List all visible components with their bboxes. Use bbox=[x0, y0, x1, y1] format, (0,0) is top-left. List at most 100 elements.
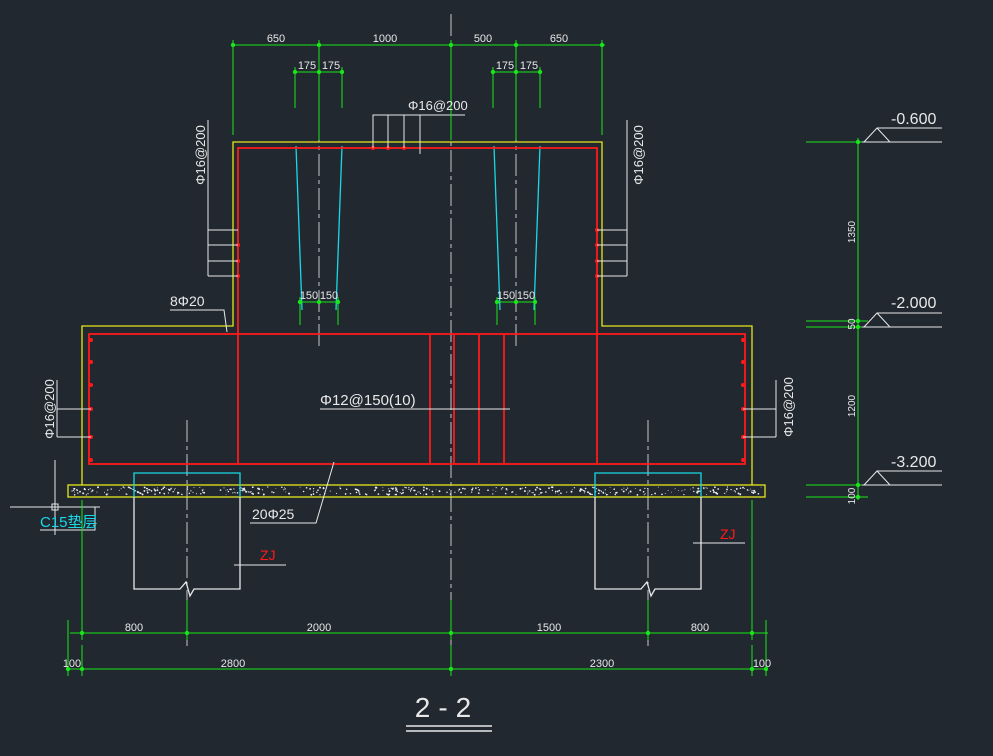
speckle-dot bbox=[589, 493, 592, 496]
dim-bottom2-4: 100 bbox=[753, 658, 771, 670]
speckle-dot bbox=[225, 489, 227, 491]
speckle-dot bbox=[359, 493, 361, 495]
speckle-dot bbox=[373, 489, 376, 492]
pile-label-right: ZJ bbox=[720, 526, 736, 542]
speckle-dot bbox=[696, 490, 698, 492]
speckle-dot bbox=[386, 493, 388, 495]
dimension-tick bbox=[292, 69, 298, 75]
speckle-dot bbox=[593, 487, 595, 489]
speckle-dot bbox=[712, 491, 715, 494]
speckle-dot bbox=[288, 492, 291, 495]
speckle-dot bbox=[712, 489, 715, 492]
speckle-dot bbox=[285, 491, 287, 493]
speckle-dot bbox=[188, 492, 191, 495]
speckle-dot bbox=[464, 493, 466, 495]
speckle-dot bbox=[671, 491, 672, 493]
dimension-tick bbox=[494, 299, 500, 305]
speckle-dot bbox=[724, 492, 726, 495]
speckle-dot bbox=[523, 490, 526, 493]
speckle-dot bbox=[475, 487, 477, 489]
speckle-dot bbox=[77, 492, 79, 494]
leader-lines bbox=[10, 114, 777, 566]
speckle-dot bbox=[501, 487, 504, 489]
speckle-dot bbox=[186, 486, 189, 488]
speckle-dot bbox=[449, 493, 452, 495]
speckle-dot bbox=[423, 486, 425, 488]
dim-bottom1-1: 800 bbox=[125, 622, 143, 634]
speckle-dot bbox=[534, 489, 537, 491]
dim-top-right-small-1: 175 bbox=[496, 60, 514, 72]
dimension-tick bbox=[335, 299, 341, 305]
speckle-dot bbox=[202, 491, 204, 493]
speckle-dot bbox=[243, 487, 245, 489]
speckle-dot bbox=[500, 488, 503, 490]
cushion-label: C15垫层 bbox=[40, 514, 98, 531]
dim-vertical-3: 1200 bbox=[847, 394, 858, 417]
speckle-dot bbox=[251, 486, 254, 489]
dimension-tick bbox=[448, 630, 454, 636]
speckle-dot bbox=[335, 492, 338, 494]
speckle-dot bbox=[495, 487, 497, 489]
speckle-dot bbox=[358, 492, 360, 494]
speckle-dot bbox=[643, 494, 645, 496]
speckle-dot bbox=[364, 493, 367, 495]
speckle-dot bbox=[478, 489, 481, 491]
speckle-dot bbox=[261, 489, 264, 491]
speckle-dot bbox=[458, 488, 461, 491]
dimension-tick bbox=[513, 69, 519, 75]
speckle-dot bbox=[661, 493, 663, 496]
speckle-dot bbox=[757, 492, 760, 495]
dimension-tick bbox=[855, 139, 861, 145]
speckle-dot bbox=[163, 486, 166, 488]
speckle-dot bbox=[492, 489, 494, 491]
rebar-cage bbox=[88, 147, 746, 465]
speckle-dot bbox=[449, 489, 450, 491]
column-stirrups bbox=[133, 145, 702, 497]
speckle-dot bbox=[257, 492, 260, 495]
dim-top-1: 650 bbox=[267, 33, 285, 45]
speckle-dot bbox=[752, 492, 755, 494]
dimension-lines bbox=[67, 40, 868, 676]
speckle-dot bbox=[580, 488, 583, 491]
speckle-dot bbox=[664, 493, 666, 494]
speckle-dot bbox=[642, 490, 645, 493]
speckle-dot bbox=[510, 491, 513, 493]
pile-label-left: ZJ bbox=[260, 547, 276, 563]
speckle-dot bbox=[202, 489, 204, 490]
speckle-dot bbox=[654, 492, 656, 495]
speckle-dot bbox=[203, 491, 206, 494]
speckle-dot bbox=[272, 491, 275, 494]
dimension-tick bbox=[448, 42, 454, 48]
rebar-dot bbox=[741, 360, 745, 364]
speckle-dot bbox=[241, 489, 243, 491]
speckle-dot bbox=[644, 493, 646, 495]
rebar-dot bbox=[89, 458, 93, 462]
speckle-dot bbox=[726, 486, 729, 488]
speckle-dot bbox=[737, 492, 740, 495]
speckle-dot bbox=[158, 491, 161, 494]
speckle-dot bbox=[365, 493, 368, 496]
speckle-dot bbox=[548, 487, 550, 490]
speckle-dot bbox=[73, 487, 76, 490]
speckle-dot bbox=[541, 492, 543, 494]
dim-top-left-small-2: 175 bbox=[322, 60, 340, 72]
dimension-tick bbox=[855, 494, 861, 500]
speckle-dot bbox=[734, 491, 737, 493]
speckle-dot bbox=[527, 490, 529, 492]
speckle-dot bbox=[460, 491, 462, 494]
speckle-dot bbox=[87, 493, 89, 495]
speckle-dot bbox=[146, 491, 149, 494]
speckle-dot bbox=[192, 491, 194, 493]
speckle-dot bbox=[281, 486, 283, 488]
speckle-dot bbox=[697, 487, 700, 490]
cushion-texture bbox=[71, 486, 762, 496]
elevation-2: -2.000 bbox=[891, 295, 936, 312]
speckle-dot bbox=[689, 488, 691, 490]
dimension-tick bbox=[339, 69, 345, 75]
speckle-dot bbox=[472, 487, 474, 489]
speckle-dot bbox=[751, 491, 753, 493]
speckle-dot bbox=[162, 487, 165, 490]
speckle-dot bbox=[636, 494, 639, 496]
speckle-dot bbox=[681, 490, 683, 492]
